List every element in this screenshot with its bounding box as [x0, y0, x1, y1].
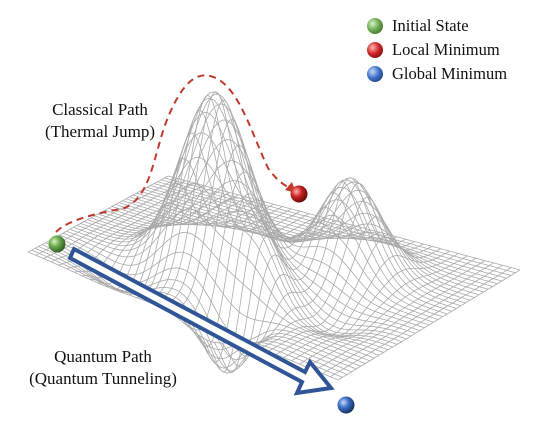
- mesh-line: [160, 179, 512, 276]
- mesh-line: [59, 231, 380, 356]
- legend-item-initial-state: Initial State: [367, 14, 507, 38]
- mesh-line: [83, 91, 411, 337]
- mesh-line: [118, 179, 457, 309]
- mesh-line: [87, 93, 416, 334]
- mesh-line: [55, 236, 375, 359]
- mesh-line: [73, 132, 398, 345]
- legend-item-global-minimum: Global Minimum: [367, 62, 507, 86]
- mesh-line: [167, 175, 521, 271]
- legend-label: Initial State: [392, 16, 469, 35]
- mesh-line: [136, 192, 480, 296]
- legend: Initial State Local Minimum Global Minim…: [367, 14, 507, 86]
- classical-path-title: Classical Path: [52, 100, 148, 119]
- legend-label: Local Minimum: [392, 40, 500, 59]
- quantum-path-subtitle: (Quantum Tunneling): [29, 369, 177, 388]
- green-sphere-icon: [367, 18, 383, 34]
- mesh-line: [104, 180, 439, 320]
- mesh-line: [268, 237, 441, 352]
- mesh-line: [244, 182, 415, 345]
- legend-item-local-minimum: Local Minimum: [367, 38, 507, 62]
- mesh-line: [150, 185, 498, 285]
- mesh-line: [76, 111, 402, 342]
- local-minimum-sphere: [290, 185, 308, 203]
- mesh-line: [146, 187, 493, 287]
- mesh-line: [164, 177, 516, 274]
- mesh-line: [153, 183, 502, 282]
- quantum-path-arrow: [67, 246, 335, 396]
- mesh-line: [143, 188, 489, 290]
- mesh-line: [108, 197, 443, 318]
- classical-path-subtitle: (Thermal Jump): [45, 122, 155, 141]
- initial-state-sphere: [48, 235, 66, 253]
- classical-path-label: Classical Path (Thermal Jump): [30, 99, 170, 143]
- mesh-line: [132, 194, 475, 298]
- quantum-path-label: Quantum Path (Quantum Tunneling): [18, 346, 188, 390]
- global-minimum-sphere: [337, 396, 355, 414]
- mesh-line: [205, 220, 371, 373]
- mesh-line: [38, 246, 352, 373]
- legend-label: Global Minimum: [392, 64, 508, 83]
- mesh-line: [31, 249, 343, 378]
- blue-sphere-icon: [367, 66, 383, 82]
- mesh-line: [157, 181, 507, 279]
- mesh-line: [90, 103, 421, 331]
- mesh-line: [41, 244, 357, 374]
- mesh-line: [62, 208, 384, 353]
- classical-path-arrow: [55, 74, 293, 233]
- mesh-line: [34, 247, 348, 375]
- mesh-line: [139, 190, 484, 293]
- mesh-line: [27, 251, 339, 381]
- mesh-line: [80, 97, 407, 340]
- mesh-line: [129, 189, 471, 301]
- red-sphere-icon: [367, 42, 383, 58]
- quantum-path-title: Quantum Path: [54, 347, 152, 366]
